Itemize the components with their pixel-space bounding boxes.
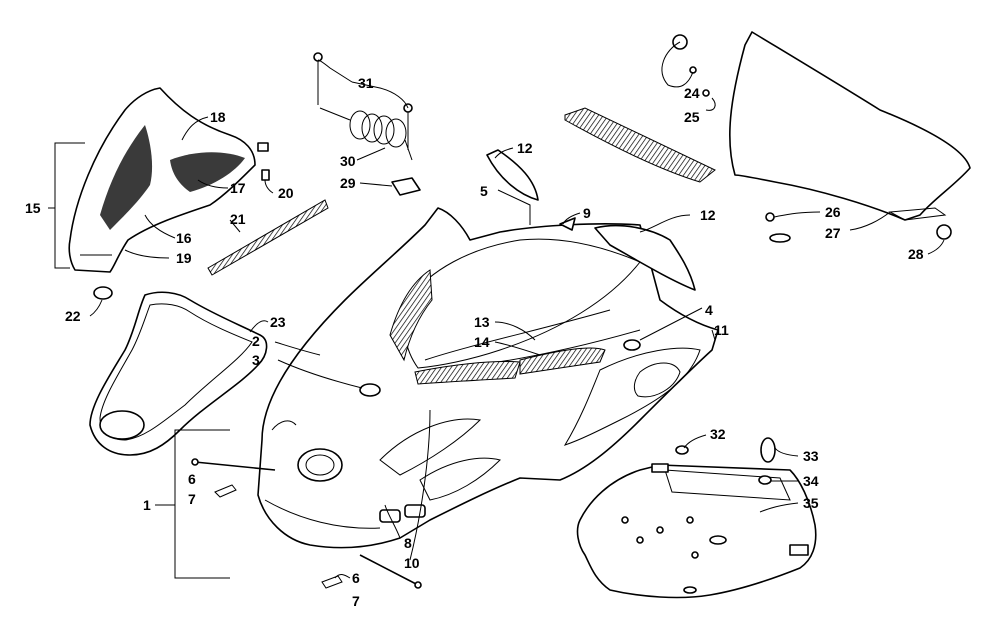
callout-4: 4 [705, 302, 713, 318]
callout-21: 21 [230, 211, 246, 227]
part-9-clip [559, 217, 576, 231]
part-21-strip [207, 199, 329, 276]
part-12-decal-left [486, 149, 539, 201]
callout-19: 19 [176, 250, 192, 266]
callout-32: 32 [710, 426, 726, 442]
callout-17: 17 [230, 180, 246, 196]
callout-34: 34 [803, 473, 819, 489]
callout-5: 5 [480, 183, 488, 199]
callout-35: 35 [803, 495, 819, 511]
hood-assembly [257, 207, 719, 549]
part-33-band [760, 437, 776, 463]
callout-24: 24 [684, 85, 700, 101]
part-30-spring [319, 107, 413, 161]
callout-18: 18 [210, 109, 226, 125]
callout-13: 13 [474, 314, 490, 330]
callout-7a: 7 [188, 491, 196, 507]
part-26-washer [769, 233, 791, 243]
part-35-belly-pan [576, 464, 817, 599]
callout-labels: 1 2 3 4 5 6 7 6 7 8 9 10 11 12 12 13 14 … [25, 75, 924, 609]
leader-lines [89, 41, 945, 579]
part-27-windshield [729, 31, 971, 221]
part-12-decal-right [594, 224, 696, 291]
callout-10: 10 [404, 555, 420, 571]
callout-20: 20 [278, 185, 294, 201]
part-15-side-panel [68, 87, 270, 273]
callout-16: 16 [176, 230, 192, 246]
callout-15: 15 [25, 200, 41, 216]
part-26-bolt [765, 212, 775, 222]
callout-9: 9 [583, 205, 591, 221]
part-28-grommet [936, 224, 952, 240]
callout-22: 22 [65, 308, 81, 324]
callout-25: 25 [684, 109, 700, 125]
callout-1: 1 [143, 497, 151, 513]
part-34-washer [758, 475, 772, 485]
callout-29: 29 [340, 175, 356, 191]
part-5-vent-screen [564, 107, 716, 183]
part-6-hinge-pin-upper [194, 461, 276, 471]
callout-11: 11 [714, 322, 729, 338]
callout-12a: 12 [517, 140, 533, 156]
part-29-plate [391, 177, 421, 196]
part-1-hinge-bracket [155, 429, 230, 579]
callout-28: 28 [908, 246, 924, 262]
part-7-clip-upper [214, 484, 237, 498]
callout-30: 30 [340, 153, 356, 169]
callout-27: 27 [825, 225, 841, 241]
callout-6a: 6 [188, 471, 196, 487]
callout-3: 3 [252, 352, 260, 368]
callout-7b: 7 [352, 593, 360, 609]
part-22-grommet [93, 286, 113, 300]
callout-8: 8 [404, 535, 412, 551]
callout-12b: 12 [700, 207, 716, 223]
callout-26: 26 [825, 204, 841, 220]
part-6-hinge-pin-lower [359, 554, 419, 586]
callout-14: 14 [474, 334, 490, 350]
part-32-grommet [675, 445, 689, 455]
part-7-clip-lower [321, 575, 343, 589]
callout-6b: 6 [352, 570, 360, 586]
callout-2: 2 [252, 333, 260, 349]
callout-31: 31 [358, 75, 374, 91]
callout-23: 23 [270, 314, 286, 330]
callout-33: 33 [803, 448, 819, 464]
